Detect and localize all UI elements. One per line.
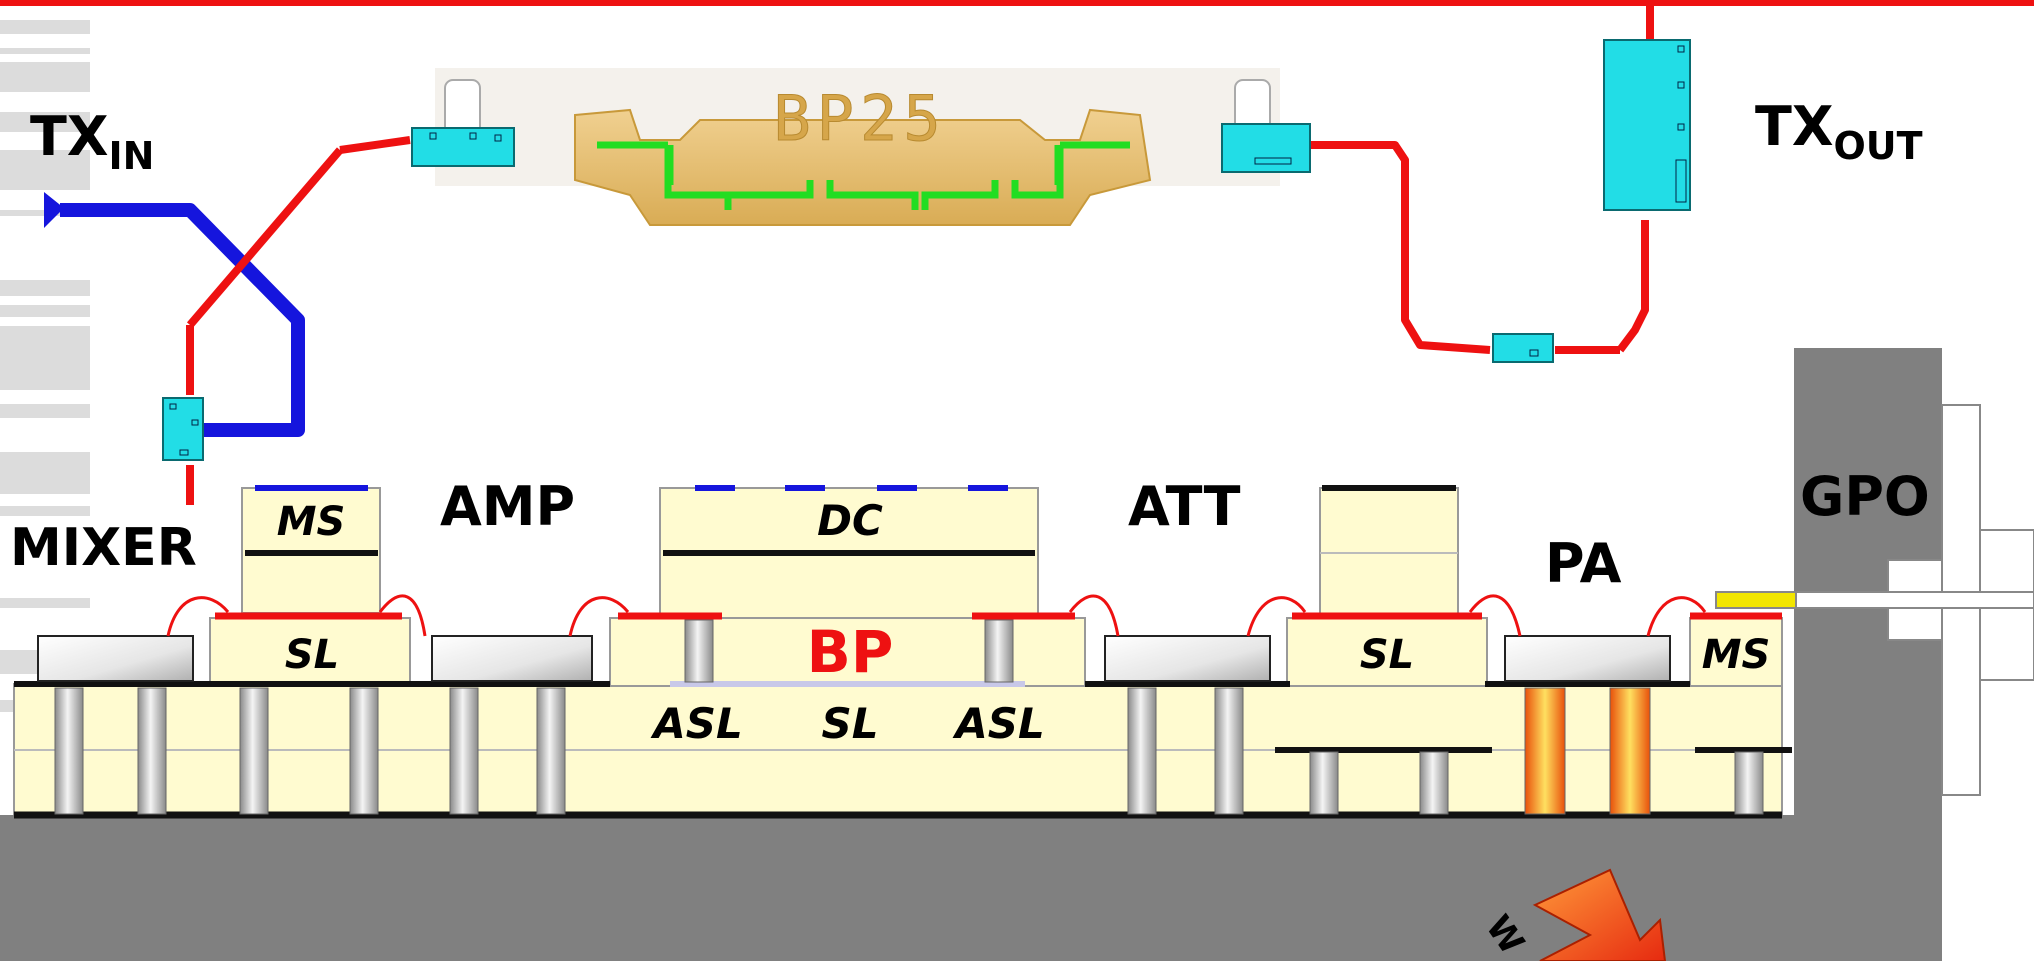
chip-amp: [411, 127, 515, 167]
chip-att: [1221, 123, 1311, 173]
sl-label-mid: SL: [821, 699, 878, 748]
chip-small: [1492, 333, 1554, 363]
ms-block-right: [1689, 617, 1783, 687]
sl-label-left: SL: [285, 632, 339, 678]
tx-in-subscript: IN: [108, 134, 154, 178]
tx-in-label: TXIN: [30, 105, 154, 178]
bp-label: BP: [807, 618, 894, 686]
bp25-text: BP25: [773, 82, 946, 155]
att-label: ATT: [1128, 475, 1241, 538]
ms-label-left: MS: [277, 499, 346, 545]
mixer-label: MIXER: [10, 518, 197, 578]
sl-label-right: SL: [1360, 632, 1414, 678]
chip-mixer: [162, 397, 204, 461]
dc-label: DC: [817, 496, 883, 545]
die-chips: [37, 635, 1671, 682]
gpo-label: GPO: [1800, 465, 1930, 528]
pa-label: PA: [1545, 532, 1622, 595]
tx-out-subscript: OUT: [1833, 124, 1922, 168]
tx-out-label: TXOUT: [1755, 95, 1923, 168]
tx-in-line: [44, 192, 305, 437]
bond-wires: [166, 594, 1707, 637]
asl-label-left: ASL: [650, 699, 743, 748]
bp25-filter: BP25: [435, 68, 1280, 226]
asl-label-right: ASL: [952, 699, 1045, 748]
gpo-connector: [1715, 404, 2034, 796]
top-frame-line: [0, 0, 2034, 6]
vias: [54, 619, 1764, 815]
chip-pa: [1603, 39, 1691, 211]
metal-lines: [14, 485, 1792, 819]
ms-label-right: MS: [1702, 632, 1771, 678]
gpo-housing: [1794, 348, 1942, 961]
amp-label: AMP: [440, 475, 575, 538]
sl-block-right: [1286, 617, 1488, 687]
